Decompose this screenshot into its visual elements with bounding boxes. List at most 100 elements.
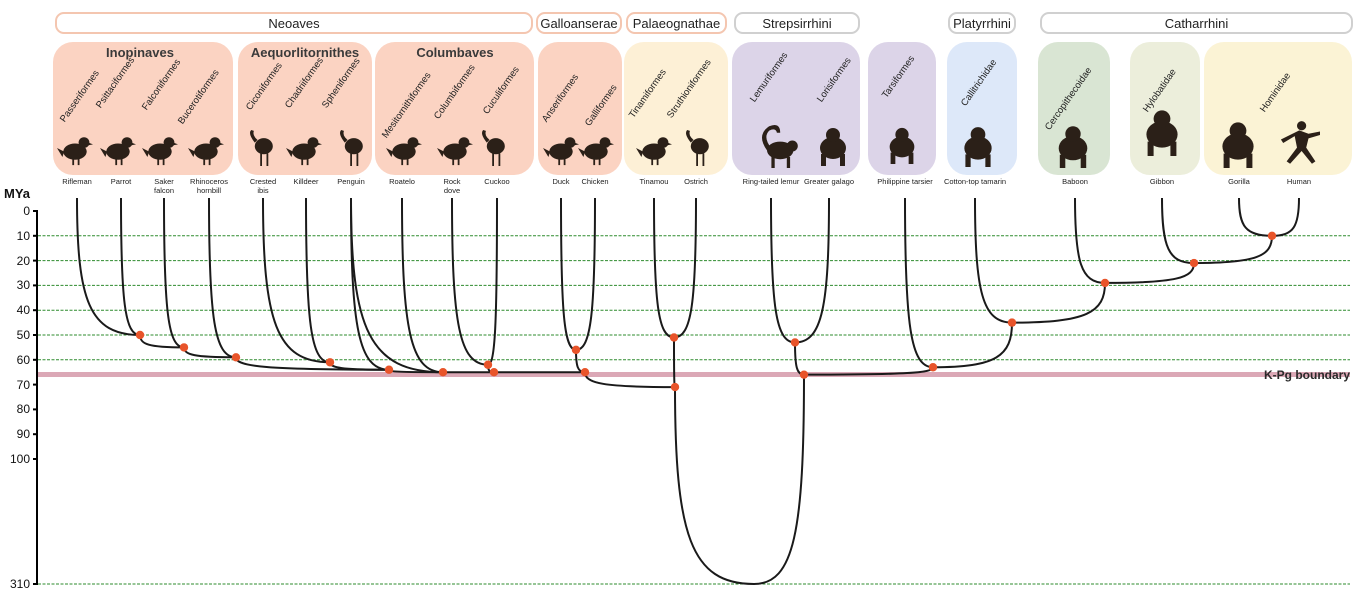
branch	[754, 375, 804, 584]
tall-bird-silhouette-icon	[476, 128, 512, 168]
branches	[77, 198, 1299, 584]
species-label: Philippine tarsier	[877, 177, 932, 186]
branch	[1272, 198, 1299, 236]
species-label: Tinamou	[640, 177, 669, 186]
branch	[488, 198, 497, 365]
species-label: Crested ibis	[250, 177, 276, 195]
branch	[236, 357, 389, 369]
primate-silhouette-icon	[1138, 96, 1186, 168]
branch	[306, 198, 330, 362]
y-tick-label: 100	[0, 452, 30, 466]
species-label: Killdeer	[293, 177, 318, 186]
branch	[209, 198, 236, 357]
branch	[1239, 198, 1272, 236]
species-label: Rhinoceros hornbill	[190, 177, 228, 195]
divergence-node	[800, 370, 808, 378]
group-header-strepsirrhini: Strepsirrhini	[734, 12, 860, 34]
group-label: Palaeognathae	[633, 16, 720, 31]
divergence-node	[572, 346, 580, 354]
species-label: Parrot	[111, 177, 131, 186]
bird-silhouette-icon	[578, 128, 614, 168]
divergence-node	[671, 383, 679, 391]
bird-silhouette-icon	[188, 128, 224, 168]
group-header-catharrhini: Catharrhini	[1040, 12, 1353, 34]
divergence-node	[1101, 279, 1109, 287]
divergence-node	[484, 361, 492, 369]
bird-silhouette-icon	[437, 128, 473, 168]
primate-silhouette-icon	[957, 124, 999, 168]
divergence-node	[929, 363, 937, 371]
species-label: Cuckoo	[484, 177, 509, 186]
branch	[795, 342, 804, 374]
branch	[452, 198, 488, 365]
branch	[933, 323, 1012, 368]
tall-bird-silhouette-icon	[244, 128, 280, 168]
y-tick-label: 90	[0, 427, 30, 441]
bird-silhouette-icon	[100, 128, 136, 168]
group-header-platyrrhini: Platyrrhini	[948, 12, 1016, 34]
branch	[576, 198, 595, 350]
divergence-node	[439, 368, 447, 376]
group-label: Strepsirrhini	[762, 16, 831, 31]
bird-silhouette-icon	[286, 128, 322, 168]
branch	[1162, 198, 1194, 263]
branch	[263, 198, 330, 362]
species-label: Rifleman	[62, 177, 92, 186]
bird-silhouette-icon	[386, 128, 422, 168]
kpg-boundary-label: K-Pg boundary	[1264, 368, 1350, 382]
branch	[77, 198, 140, 335]
species-label: Rock dove	[443, 177, 460, 195]
y-tick-label: 20	[0, 254, 30, 268]
lemur-silhouette-icon	[755, 124, 801, 168]
species-label: Penguin	[337, 177, 365, 186]
divergence-node	[385, 366, 393, 374]
y-tick-label: 0	[0, 204, 30, 218]
divergence-node	[232, 353, 240, 361]
tall-bird-silhouette-icon	[680, 128, 716, 168]
branch	[771, 198, 795, 342]
y-tick-label: 310	[0, 577, 30, 591]
divergence-node	[1268, 232, 1276, 240]
y-tick-label: 10	[0, 229, 30, 243]
y-tick-label: 80	[0, 402, 30, 416]
y-tick-label: 50	[0, 328, 30, 342]
species-label: Ostrich	[684, 177, 708, 186]
divergence-node	[670, 333, 678, 341]
group-label: Galloanserae	[540, 16, 617, 31]
branch	[795, 198, 829, 342]
species-label: Roatelo	[389, 177, 415, 186]
group-label: Platyrrhini	[953, 16, 1011, 31]
group-label: Catharrhini	[1165, 16, 1229, 31]
y-tick-label: 30	[0, 278, 30, 292]
subgroup-title-columbaves: Columbaves	[416, 45, 493, 60]
species-label: Ring-tailed lemur	[743, 177, 800, 186]
y-tick-label: 60	[0, 353, 30, 367]
bird-silhouette-icon	[636, 128, 672, 168]
tall-bird-silhouette-icon	[334, 128, 370, 168]
divergence-node	[490, 368, 498, 376]
group-header-galloanserae: Galloanserae	[536, 12, 622, 34]
species-label: Gorilla	[1228, 177, 1250, 186]
subgroup-title-inopinaves: Inopinaves	[106, 45, 174, 60]
subgroup-title-aequorlitornithes: Aequorlitornithes	[251, 45, 359, 60]
bird-silhouette-icon	[142, 128, 178, 168]
species-label: Chicken	[581, 177, 608, 186]
branch	[1194, 236, 1272, 263]
divergence-node	[1190, 259, 1198, 267]
branch	[164, 198, 184, 347]
species-label: Gibbon	[1150, 177, 1174, 186]
species-label: Duck	[552, 177, 569, 186]
branch	[1012, 283, 1105, 323]
primate-silhouette-icon	[1048, 124, 1098, 168]
branch	[561, 198, 576, 350]
divergence-node	[1008, 318, 1016, 326]
bird-silhouette-icon	[543, 128, 579, 168]
species-label: Greater galago	[804, 177, 854, 186]
divergence-node	[180, 343, 188, 351]
divergence-node	[136, 331, 144, 339]
primate-silhouette-icon	[883, 122, 921, 168]
divergence-node	[791, 338, 799, 346]
y-tick-label: 40	[0, 303, 30, 317]
branch	[675, 387, 754, 584]
branch	[674, 337, 675, 387]
